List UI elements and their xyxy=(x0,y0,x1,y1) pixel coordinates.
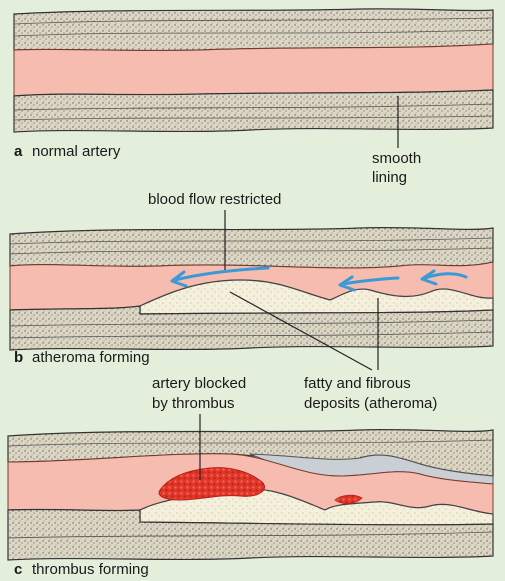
blood-flow-arrows xyxy=(170,266,468,292)
panel-a-caption-letter: a xyxy=(14,143,23,160)
panel-b-artery xyxy=(9,226,494,351)
thrombus-main xyxy=(158,467,265,501)
blood-flow-label: blood flow restricted xyxy=(148,191,281,208)
panel-a-lumen xyxy=(13,43,494,97)
panel-b-caption: atheroma forming xyxy=(32,349,150,366)
panel-a-upper-wall xyxy=(13,8,494,52)
panel-c-artery xyxy=(7,428,494,561)
panel-a-artery xyxy=(13,8,494,133)
deposit-pointer-1 xyxy=(229,291,373,371)
flow-arrow-3-head xyxy=(420,269,438,286)
flow-arrow-2-head xyxy=(338,275,356,292)
smooth-lining-label-line1: smooth xyxy=(372,150,421,167)
panel-b-upper-wall xyxy=(9,226,494,269)
panel-c-lower-wall xyxy=(7,508,494,561)
panel-c-caption: thrombus forming xyxy=(32,561,149,578)
blocked-label-line2: by thrombus xyxy=(152,395,235,412)
flow-arrow-1-head xyxy=(170,270,188,288)
panel-b-lower-wall xyxy=(9,305,494,351)
panel-c-caption-letter: c xyxy=(14,561,22,578)
flow-arrow-3 xyxy=(423,272,468,280)
panel-a-lower-wall xyxy=(13,89,494,133)
blocked-label-line1: artery blocked xyxy=(152,375,246,392)
panel-a-caption: normal artery xyxy=(32,143,121,160)
flow-arrow-2 xyxy=(341,276,400,286)
flow-arrow-1 xyxy=(173,266,270,282)
smooth-lining-label-line2: lining xyxy=(372,169,407,186)
panel-b-caption-letter: b xyxy=(14,349,23,366)
deposits-label-line2: deposits (atheroma) xyxy=(304,395,437,412)
thrombus-small xyxy=(334,494,363,504)
deposits-label-line1: fatty and fibrous xyxy=(304,375,411,392)
